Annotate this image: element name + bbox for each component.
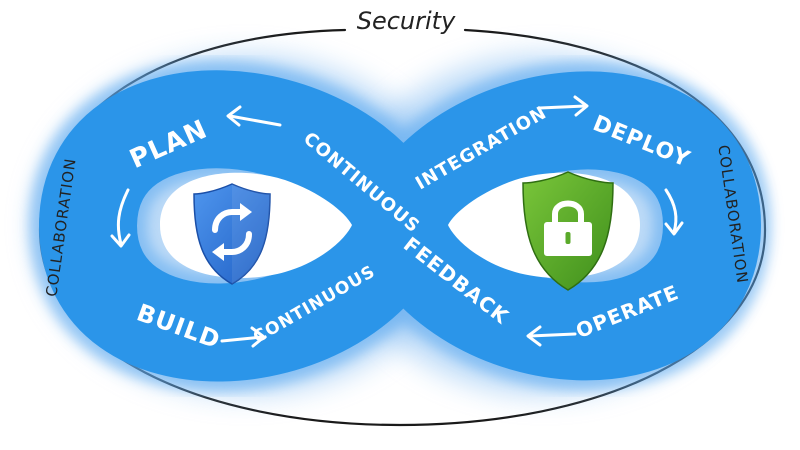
arrow-integration-to-deploy xyxy=(538,95,589,117)
arrow-deploy-to-operate xyxy=(664,188,684,236)
security-label: Security xyxy=(357,7,456,35)
arrow-plan-to-build xyxy=(110,188,131,248)
sync-shield-icon xyxy=(193,183,271,285)
arrow-to-plan xyxy=(226,105,282,127)
lock-shield-icon xyxy=(522,171,614,291)
arrow-build-to-continuous xyxy=(220,326,266,348)
arrow-operate-to-feedback xyxy=(526,325,577,347)
